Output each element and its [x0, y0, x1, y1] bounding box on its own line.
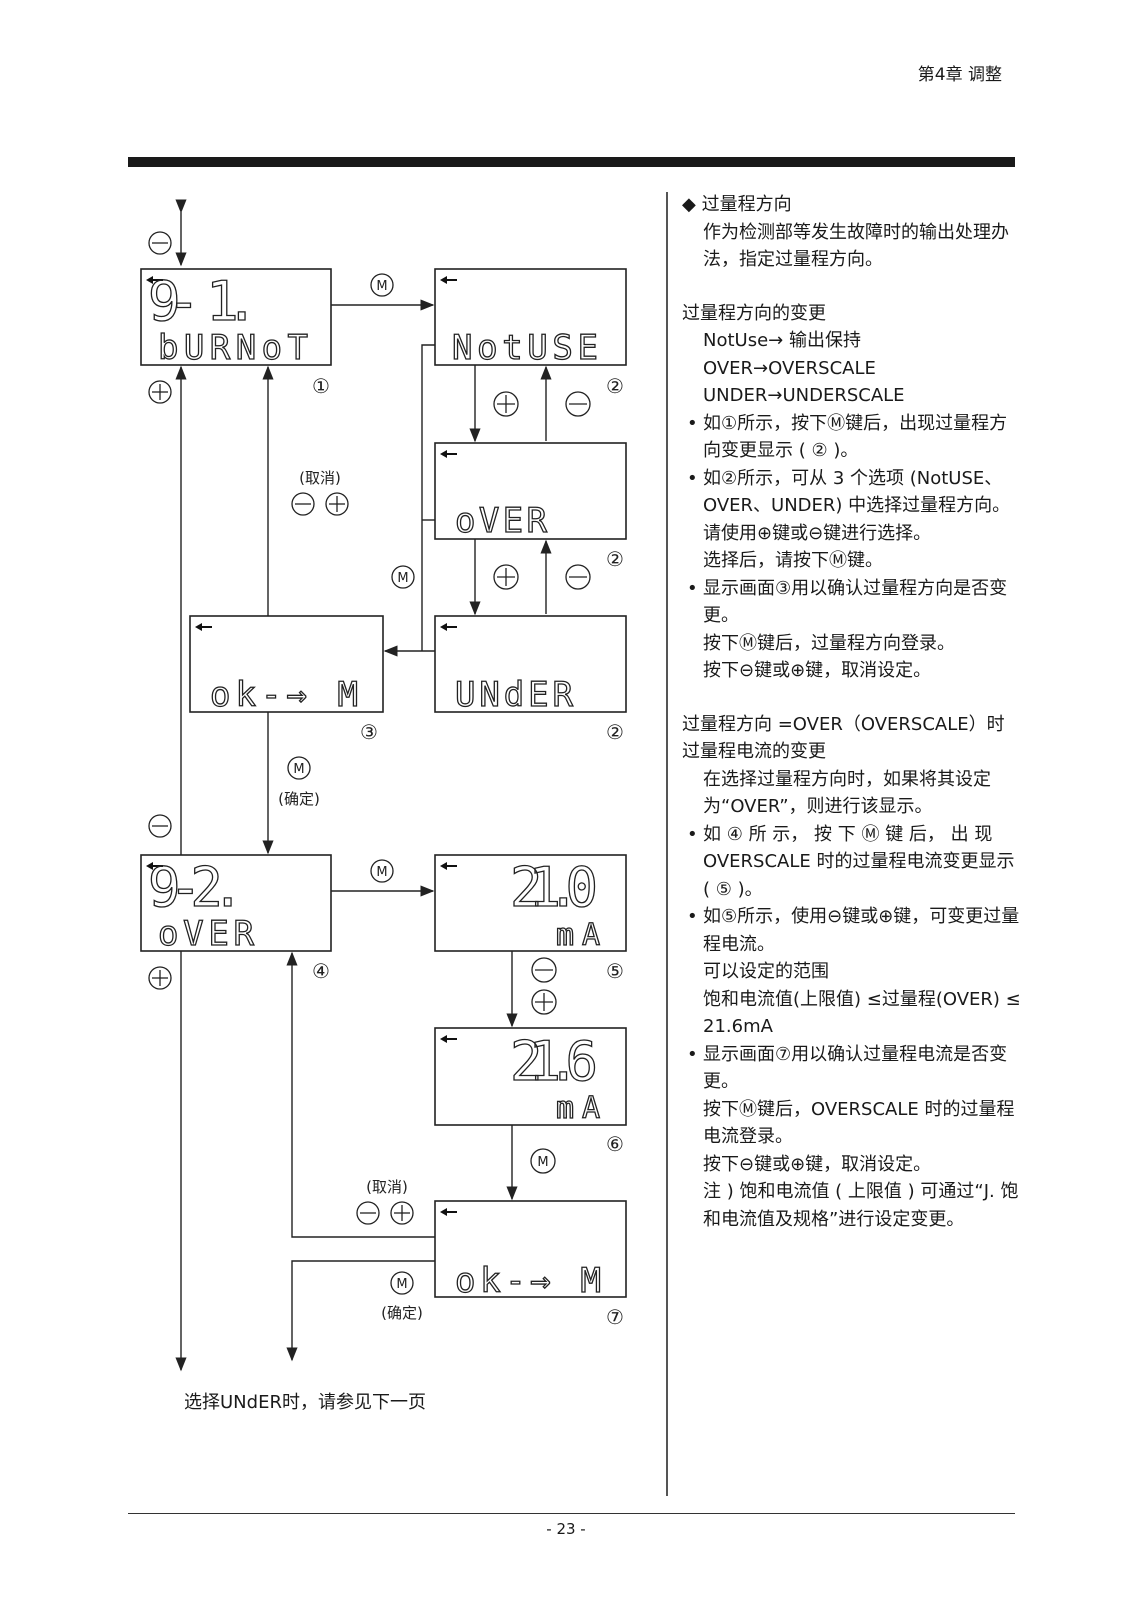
m-key-label: M — [293, 762, 304, 777]
lcd-5-line2: mA — [556, 918, 600, 953]
bullet-continuation: 按下⊖键或⊕键，取消设定。 — [703, 660, 932, 681]
bullet-item: 如②所示，可从 3 个选项 (NotUSE、OVER、UNDER) 中选择过量程… — [682, 465, 1022, 520]
subsection-heading: 过量程方向的变更 — [682, 302, 826, 324]
cancel-label: (取消) — [299, 469, 341, 487]
screen-num-2c: ② — [606, 720, 624, 744]
option-line: UNDER→UNDERSCALE — [703, 385, 905, 406]
bullet-item: 如①所示，按下Ⓜ键后，出现过量程方向变更显示 ( ② )。 — [682, 410, 1022, 465]
lcd-screen-2a — [434, 268, 627, 366]
lcd-screen-7 — [434, 1200, 627, 1298]
lcd-2c-line2: UNdER — [455, 675, 574, 715]
column-divider — [666, 192, 668, 1496]
bullet-continuation: 请使用⊕键或⊖键进行选择。 — [703, 522, 932, 544]
bullet-continuation: 按下Ⓜ键后，OVERSCALE 时的过量程电流登录。 — [703, 1098, 1015, 1148]
confirm-label: (确定) — [381, 1304, 423, 1322]
intro-paragraph: 作为检测部等发生故障时的输出处理办法，指定过量程方向。 — [703, 221, 1009, 271]
bullet-continuation: 按下Ⓜ键后，过量程方向登录。 — [703, 632, 955, 654]
lcd-4-line1: 9-2. — [148, 856, 244, 919]
m-key-label: M — [537, 1155, 548, 1170]
bullet-item: 如 ④ 所 示， 按 下 Ⓜ 键 后， 出 现 OVERSCALE 时的过量程电… — [682, 821, 1022, 904]
lcd-5-line1: 21.0 — [510, 856, 598, 919]
note: 注 ) 饱和电流值 ( 上限值 ) 可通过“J. 饱和电流值及规格”进行设定变更… — [703, 1181, 1019, 1230]
screen-num-2b: ② — [606, 547, 624, 571]
m-key-label: M — [376, 865, 387, 880]
lcd-screen-2c — [434, 615, 627, 713]
confirm-label: (确定) — [278, 790, 320, 808]
lcd-screen-1 — [140, 268, 332, 366]
screen-num-3: ③ — [360, 720, 378, 744]
m-key-label: M — [396, 1277, 407, 1292]
bottom-note: 选择UNdER时，请参见下一页 — [184, 1392, 426, 1413]
right-column-text: ◆ 过量程方向 作为检测部等发生故障时的输出处理办法，指定过量程方向。 过量程方… — [682, 191, 1022, 1233]
bullet-item: 显示画面③用以确认过量程方向是否变更。 — [682, 575, 1022, 630]
cancel-label: (取消) — [366, 1178, 408, 1196]
screen-num-1: ① — [312, 374, 330, 398]
lcd-7-line2: ok-→ M — [455, 1261, 601, 1301]
bullet-continuation: 选择后，请按下Ⓜ键。 — [703, 550, 883, 571]
lcd-screen-6 — [434, 1027, 627, 1126]
lcd-screen-5 — [434, 854, 627, 952]
screen-num-2a: ② — [606, 374, 624, 398]
lcd-3-line2: ok-→ M — [210, 675, 358, 715]
screen-num-4: ④ — [312, 959, 330, 983]
lcd-2a-line2: NotUSE — [452, 328, 598, 368]
bullet-item: 显示画面⑦用以确认过量程电流是否变更。 — [682, 1041, 1022, 1096]
lcd-screen-4 — [140, 854, 332, 952]
lcd-screen-3 — [189, 615, 384, 713]
top-rule — [128, 157, 1015, 167]
screen-num-7: ⑦ — [606, 1305, 624, 1329]
section-title: ◆ 过量程方向 — [682, 194, 792, 215]
screen-num-5: ⑤ — [606, 959, 624, 983]
page-number: - 23 - — [546, 1520, 586, 1538]
option-line: NotUse→ 输出保持 — [703, 330, 861, 351]
m-key-label: M — [376, 279, 387, 294]
lcd-texts: 9- 1. bURNoT NotUSE oVER UNdER ok-→ M 9-… — [147, 269, 601, 1301]
lcd-1-line1: 9- 1. — [148, 270, 258, 333]
lcd-6-line2: mA — [556, 1091, 600, 1126]
option-line: OVER→OVERSCALE — [703, 357, 876, 379]
lcd-screen-2b — [434, 442, 627, 540]
screen-num-6: ⑥ — [606, 1132, 624, 1156]
subsection-heading: 过量程方向 =OVER（OVERSCALE）时过量程电流的变更 — [682, 713, 1005, 763]
lcd-2b-line2: oVER — [455, 501, 548, 541]
back-arrow-icons — [146, 276, 457, 1216]
bullet-continuation: 饱和电流值(上限值) ≤过量程(OVER) ≤ 21.6mA — [703, 988, 1021, 1038]
lcd-6-line1: 21.6 — [510, 1030, 598, 1093]
paragraph: 在选择过量程方向时，如果将其设定为“OVER”，则进行该显示。 — [703, 768, 991, 818]
bullet-continuation: 按下⊖键或⊕键，取消设定。 — [703, 1153, 932, 1175]
flow-diagram: 9- 1. bURNoT NotUSE oVER UNdER ok-→ M 9-… — [140, 199, 627, 1372]
lcd-1-line2: bURNoT — [158, 328, 308, 368]
m-key-label: M — [397, 571, 408, 586]
chapter-header: 第4章 调整 — [917, 65, 1002, 85]
footer-rule — [128, 1513, 1015, 1514]
bullet-item: 如⑤所示，使用⊖键或⊕键，可变更过量程电流。 — [682, 903, 1022, 958]
lcd-4-line2: oVER — [158, 914, 255, 954]
bullet-continuation: 可以设定的范围 — [703, 961, 829, 982]
